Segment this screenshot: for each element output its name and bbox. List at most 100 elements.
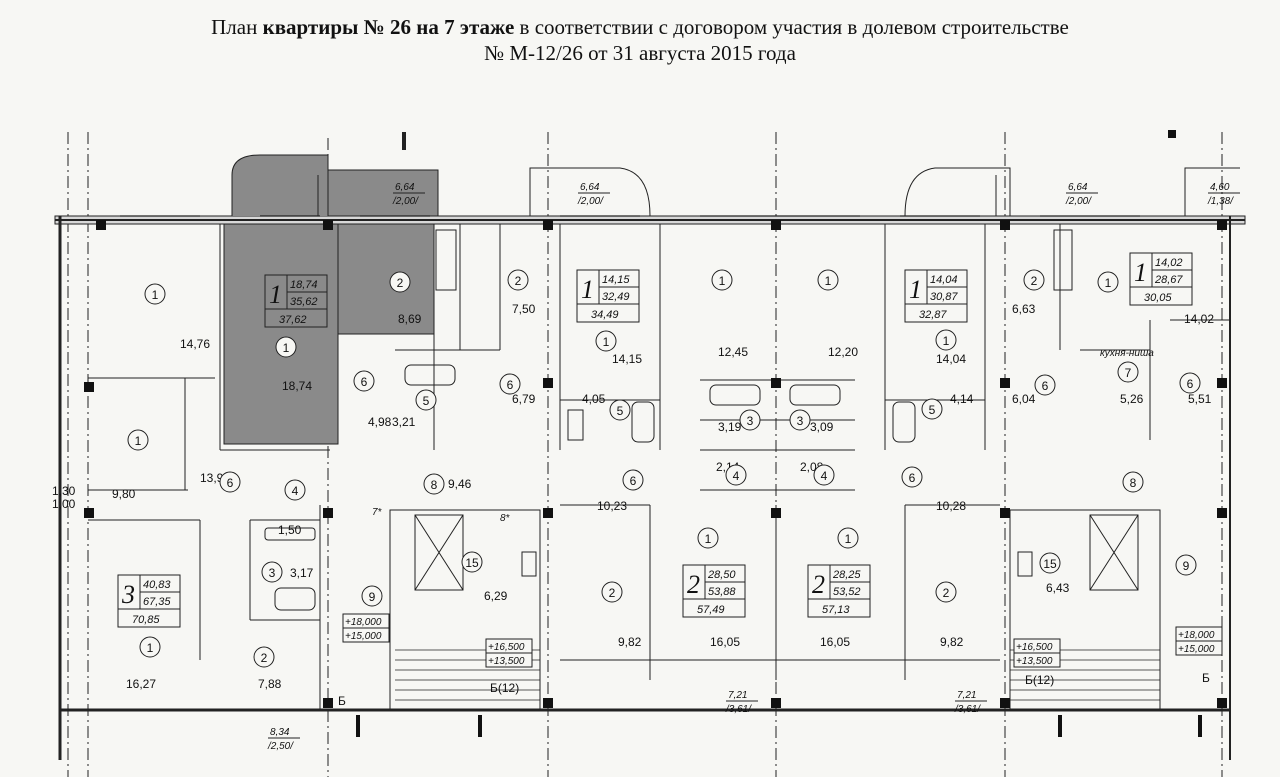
room-area: 4,05 — [582, 392, 606, 406]
apartment-total-area: 30,87 — [930, 291, 958, 303]
apartment-living-area: 40,83 — [143, 579, 171, 591]
balcony-area-reduced: /3,61/ — [725, 704, 752, 715]
room-area: 14,02 — [1184, 312, 1214, 326]
svg-text:1: 1 — [147, 641, 154, 655]
apartment-area-with-balcony: 70,85 — [132, 614, 160, 626]
apartment-area-with-balcony: 37,62 — [279, 314, 307, 326]
section-mark: Б — [338, 694, 346, 708]
room-number: 4 — [725, 464, 747, 486]
room-number: 1 — [127, 429, 149, 451]
svg-text:2: 2 — [1031, 274, 1038, 288]
apartment-living-area: 18,74 — [290, 279, 318, 291]
elevation-mark: +18,000+15,000 — [1175, 626, 1223, 656]
room-number: 1 — [935, 329, 957, 351]
elevation-mark: +18,000+15,000 — [342, 613, 390, 643]
room-area: 1,00 — [52, 497, 76, 511]
svg-text:1: 1 — [1105, 276, 1112, 290]
elevation-upper: +18,000 — [345, 617, 382, 628]
apartment-living-area: 28,25 — [832, 569, 861, 581]
apartment-living-area: 14,04 — [930, 274, 958, 286]
room-number: 4 — [813, 464, 835, 486]
room-area: 4,98 — [368, 415, 392, 429]
svg-text:4: 4 — [821, 469, 828, 483]
svg-text:3: 3 — [269, 566, 276, 580]
balcony-area-reduced: /3,61/ — [954, 704, 981, 715]
apartment-rooms: 2 — [812, 570, 825, 599]
elevation-upper: +16,500 — [1016, 642, 1053, 653]
svg-text:6: 6 — [630, 474, 637, 488]
room-number: 9 — [361, 585, 383, 607]
svg-text:7: 7 — [1125, 366, 1132, 380]
room-number: 1 — [697, 527, 719, 549]
balcony-label: 7,21/3,61/ — [725, 690, 758, 715]
room-area: 6,79 — [512, 392, 536, 406]
room-area: 14,15 — [612, 352, 642, 366]
svg-text:1: 1 — [719, 274, 726, 288]
room-number: 15 — [1039, 552, 1061, 574]
apartment-rooms: 1 — [1134, 258, 1147, 287]
room-area: 16,05 — [710, 635, 740, 649]
svg-text:1: 1 — [135, 434, 142, 448]
room-number: 1 — [139, 636, 161, 658]
room-area: 9,82 — [618, 635, 642, 649]
apartment-rooms: 2 — [687, 570, 700, 599]
room-area: 16,27 — [126, 677, 156, 691]
room-number: 1 — [595, 330, 617, 352]
apartment-rooms: 3 — [121, 580, 135, 609]
fire-mark: 7* — [372, 507, 383, 518]
svg-text:1: 1 — [152, 288, 159, 302]
room-number: 2 — [507, 269, 529, 291]
room-number: 6 — [1034, 374, 1056, 396]
kitchen-niche-label: кухня-ниша — [1100, 348, 1154, 359]
floor-plan: 118,7435,6237,62114,1532,4934,49114,0430… — [52, 130, 1246, 777]
room-area: 6,43 — [1046, 581, 1070, 595]
balcony-label: 6,64/2,00/ — [392, 182, 425, 207]
room-number: 4 — [284, 479, 306, 501]
svg-text:6: 6 — [227, 476, 234, 490]
svg-text:4: 4 — [292, 484, 299, 498]
elevation-mark: +16,500+13,500 — [485, 638, 533, 668]
room-area: 9,80 — [112, 487, 136, 501]
apartment-area-with-balcony: 30,05 — [1144, 292, 1172, 304]
room-number: 2 — [389, 271, 411, 293]
apartment-total-area: 53,88 — [708, 586, 736, 598]
svg-text:1: 1 — [825, 274, 832, 288]
room-number: 3 — [789, 409, 811, 431]
section-mark: Б(12) — [1025, 673, 1054, 687]
balcony-label: 7,21/3,61/ — [954, 690, 987, 715]
svg-text:2: 2 — [397, 276, 404, 290]
room-number: 1 — [1097, 271, 1119, 293]
svg-text:6: 6 — [1042, 379, 1049, 393]
apartment-total-area: 32,49 — [602, 291, 630, 303]
room-number: 1 — [711, 269, 733, 291]
title-line2: № М-12/26 от 31 августа 2015 года — [484, 41, 796, 65]
room-area: 7,88 — [258, 677, 282, 691]
apartment-living-area: 28,50 — [707, 569, 736, 581]
room-number: 9 — [1175, 554, 1197, 576]
balcony-area-reduced: /2,00/ — [1065, 196, 1092, 207]
room-number: 7 — [1117, 361, 1139, 383]
svg-text:1: 1 — [845, 532, 852, 546]
elevation-mark: +16,500+13,500 — [1013, 638, 1061, 668]
room-area: 9,46 — [448, 477, 472, 491]
svg-text:2: 2 — [261, 651, 268, 665]
apartment-total-area: 28,67 — [1154, 274, 1183, 286]
apartment-rooms: 1 — [909, 275, 922, 304]
balcony-area: 6,64 — [580, 182, 600, 193]
room-area: 4,14 — [950, 392, 974, 406]
room-number: 6 — [901, 466, 923, 488]
svg-text:1: 1 — [705, 532, 712, 546]
room-number: 6 — [499, 373, 521, 395]
room-number: 5 — [415, 389, 437, 411]
balcony-area-reduced: /2,00/ — [577, 196, 604, 207]
section-mark: Б(12) — [490, 681, 519, 695]
room-area: 5,51 — [1188, 392, 1212, 406]
balcony-label: 4,60/1,38/ — [1207, 182, 1240, 207]
room-number: 1 — [837, 527, 859, 549]
room-area: 10,23 — [597, 499, 627, 513]
elevation-upper: +16,500 — [488, 642, 525, 653]
